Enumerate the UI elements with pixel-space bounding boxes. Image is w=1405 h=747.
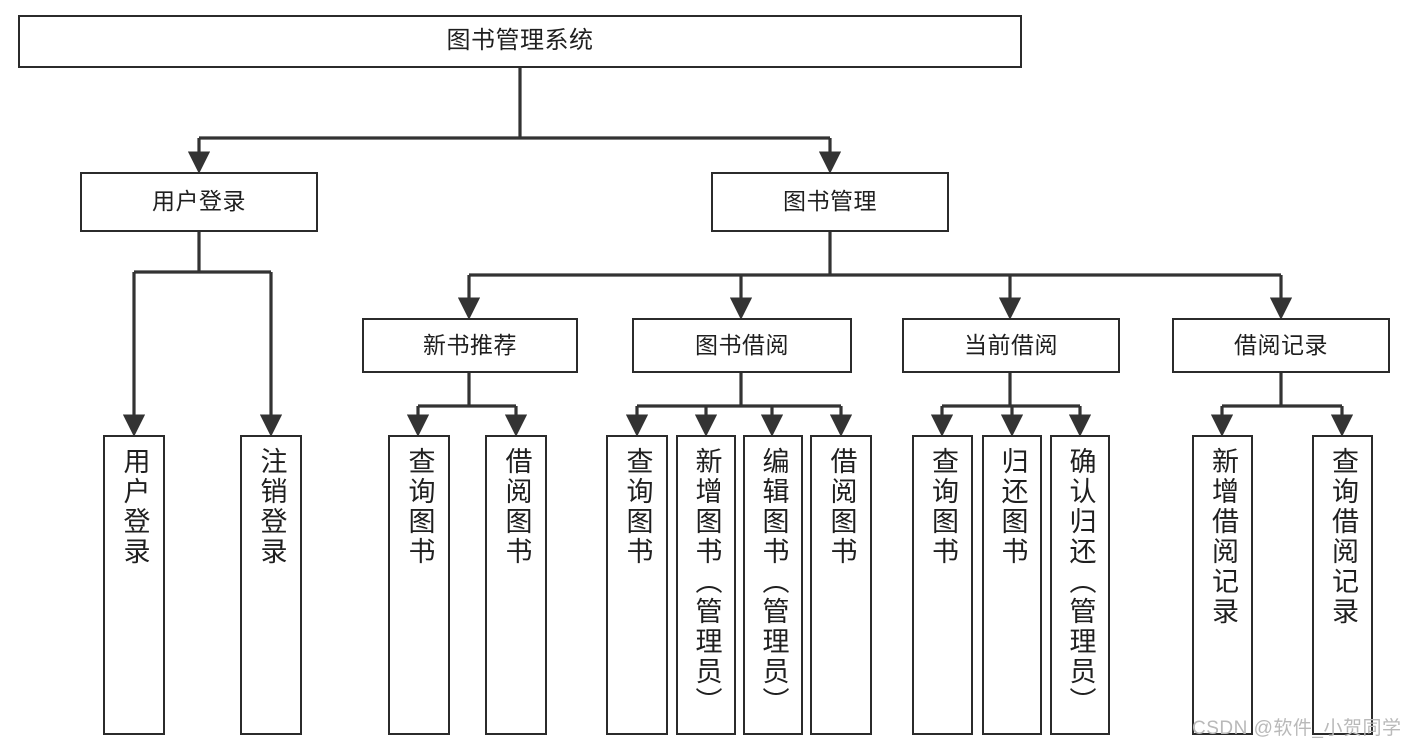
leaf-logout-login[interactable]: 注销登录 bbox=[240, 435, 302, 735]
node-root-library-system[interactable]: 图书管理系统 bbox=[18, 15, 1022, 68]
node-current-borrow[interactable]: 当前借阅 bbox=[902, 318, 1120, 373]
node-label: 当前借阅 bbox=[964, 331, 1058, 358]
leaf-return-book[interactable]: 归还图书 bbox=[982, 435, 1042, 735]
node-label: 查询图书 bbox=[928, 447, 958, 567]
leaf-query-book-current[interactable]: 查询图书 bbox=[912, 435, 973, 735]
node-label: 新增图书（管理员） bbox=[691, 447, 722, 717]
node-book-manage[interactable]: 图书管理 bbox=[711, 172, 949, 232]
node-label: 用户登录 bbox=[152, 188, 246, 215]
node-label: 图书管理系统 bbox=[446, 27, 594, 55]
node-label: 借阅记录 bbox=[1234, 331, 1328, 358]
node-new-book-recommend[interactable]: 新书推荐 bbox=[362, 318, 578, 373]
leaf-borrow-book-new-recommend[interactable]: 借阅图书 bbox=[485, 435, 547, 735]
node-label: 查询图书 bbox=[622, 447, 653, 567]
node-label: 图书借阅 bbox=[695, 331, 789, 358]
leaf-add-book-admin[interactable]: 新增图书（管理员） bbox=[676, 435, 736, 735]
leaf-borrow-book-borrow[interactable]: 借阅图书 bbox=[810, 435, 872, 735]
node-label: 注销登录 bbox=[256, 447, 287, 567]
leaf-edit-book-admin[interactable]: 编辑图书（管理员） bbox=[743, 435, 803, 735]
leaf-confirm-return-admin[interactable]: 确认归还（管理员） bbox=[1050, 435, 1110, 735]
node-label: 图书管理 bbox=[783, 188, 877, 215]
leaf-user-login[interactable]: 用户登录 bbox=[103, 435, 165, 735]
node-label: 确认归还（管理员） bbox=[1065, 447, 1096, 717]
node-borrow-record[interactable]: 借阅记录 bbox=[1172, 318, 1390, 373]
node-label: 用户登录 bbox=[119, 447, 150, 567]
node-label: 借阅图书 bbox=[826, 447, 857, 567]
node-label: 新书推荐 bbox=[423, 331, 517, 358]
leaf-query-book-new-recommend[interactable]: 查询图书 bbox=[388, 435, 450, 735]
node-user-login[interactable]: 用户登录 bbox=[80, 172, 318, 232]
leaf-query-book-borrow[interactable]: 查询图书 bbox=[606, 435, 668, 735]
node-label: 查询借阅记录 bbox=[1328, 447, 1358, 627]
node-label: 归还图书 bbox=[997, 447, 1028, 567]
node-label: 新增借阅记录 bbox=[1208, 447, 1238, 627]
node-label: 编辑图书（管理员） bbox=[758, 447, 789, 717]
node-book-borrow[interactable]: 图书借阅 bbox=[632, 318, 852, 373]
leaf-add-borrow-record[interactable]: 新增借阅记录 bbox=[1192, 435, 1253, 735]
node-label: 借阅图书 bbox=[501, 447, 532, 567]
leaf-query-borrow-record[interactable]: 查询借阅记录 bbox=[1312, 435, 1373, 735]
node-label: 查询图书 bbox=[404, 447, 435, 567]
